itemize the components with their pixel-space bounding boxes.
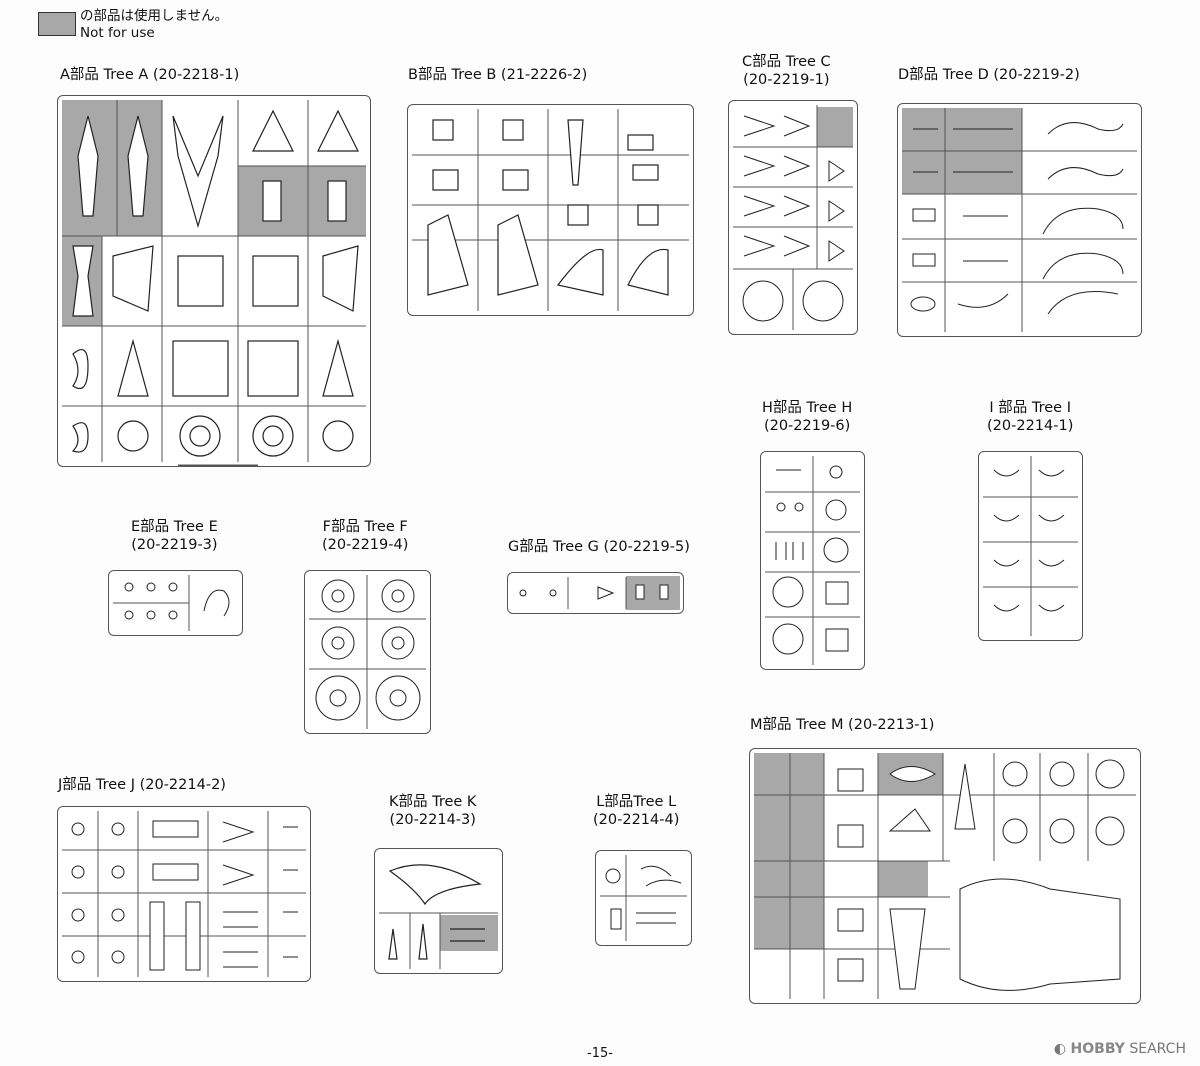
tree-c-diagram [733, 105, 853, 330]
tree-m-title: M部品 Tree M (20-2213-1) [750, 717, 935, 733]
tree-h-title: H部品 Tree H (20-2219-6) [762, 399, 852, 435]
tree-i-title-line1: I 部品 Tree I [989, 400, 1071, 416]
watermark-icon: ◐ [1053, 1041, 1067, 1057]
tree-f-diagram [309, 575, 426, 729]
tree-e-diagram [113, 575, 230, 631]
tree-k-frame [374, 848, 503, 974]
tree-k-title: K部品 Tree K (20-2214-3) [389, 793, 476, 829]
tree-c-title: C部品 Tree C (20-2219-1) [742, 53, 831, 89]
tree-g-diagram [519, 576, 680, 610]
tree-l-title: L部品Tree L (20-2214-4) [593, 793, 679, 829]
tree-i-title: I 部品 Tree I (20-2214-1) [987, 399, 1073, 435]
tree-b-diagram [412, 109, 689, 311]
tree-a-frame [57, 95, 371, 467]
tree-i-diagram [983, 456, 1078, 636]
tree-h-diagram [765, 456, 860, 665]
page-number: -15- [587, 1046, 613, 1061]
tree-f-title: F部品 Tree F (20-2219-4) [322, 518, 408, 554]
tree-l-frame [595, 850, 692, 946]
watermark: ◐ HOBBY SEARCH [1054, 1041, 1186, 1057]
tree-c-title-line2: (20-2219-1) [743, 72, 830, 88]
watermark-suffix: SEARCH [1129, 1041, 1186, 1057]
tree-m-diagram [754, 753, 1136, 999]
tree-f-title-line1: F部品 Tree F [322, 519, 408, 535]
tree-d-title: D部品 Tree D (20-2219-2) [898, 67, 1080, 83]
tree-m-frame [749, 748, 1141, 1004]
tree-a-title: A部品 Tree A (20-2218-1) [60, 67, 240, 83]
tree-h-title-line2: (20-2219-6) [763, 418, 851, 434]
tree-c-title-line1: C部品 Tree C [742, 54, 831, 70]
tree-e-frame [108, 570, 243, 636]
tree-h-title-line1: H部品 Tree H [762, 400, 853, 416]
tree-d-diagram [902, 108, 1137, 332]
tree-b-frame [407, 104, 694, 316]
tree-k-diagram [379, 864, 498, 969]
tree-g-frame [507, 572, 684, 614]
tree-k-title-line1: K部品 Tree K [389, 794, 477, 810]
tree-g-title: G部品 Tree G (20-2219-5) [508, 539, 690, 555]
tree-e-title: E部品 Tree E (20-2219-3) [131, 518, 218, 554]
tree-l-title-line1: L部品Tree L [596, 794, 677, 810]
legend-line-jp: の部品は使用しません。 [80, 8, 229, 24]
not-for-use-swatch [38, 12, 76, 36]
tree-i-frame [978, 451, 1083, 641]
tree-e-title-line1: E部品 Tree E [131, 519, 218, 535]
legend-text: の部品は使用しません。 Not for use [80, 8, 228, 42]
tree-e-title-line2: (20-2219-3) [131, 537, 218, 553]
legend-line-en: Not for use [80, 25, 155, 41]
tree-f-frame [304, 570, 431, 734]
tree-l-diagram [600, 855, 687, 941]
tree-k-title-line2: (20-2214-3) [389, 812, 476, 828]
tree-i-title-line2: (20-2214-1) [987, 418, 1074, 434]
tree-l-title-line2: (20-2214-4) [593, 812, 680, 828]
tree-h-frame [760, 451, 865, 670]
watermark-brand: HOBBY [1070, 1041, 1125, 1057]
tree-d-frame [897, 103, 1142, 337]
tree-j-diagram [62, 811, 306, 977]
tree-c-frame [728, 100, 858, 335]
tree-f-title-line2: (20-2219-4) [322, 537, 409, 553]
tree-j-frame [57, 806, 311, 982]
tree-j-title: J部品 Tree J (20-2214-2) [58, 777, 226, 793]
tree-b-title: B部品 Tree B (21-2226-2) [408, 67, 588, 83]
tree-a-diagram [62, 100, 366, 466]
